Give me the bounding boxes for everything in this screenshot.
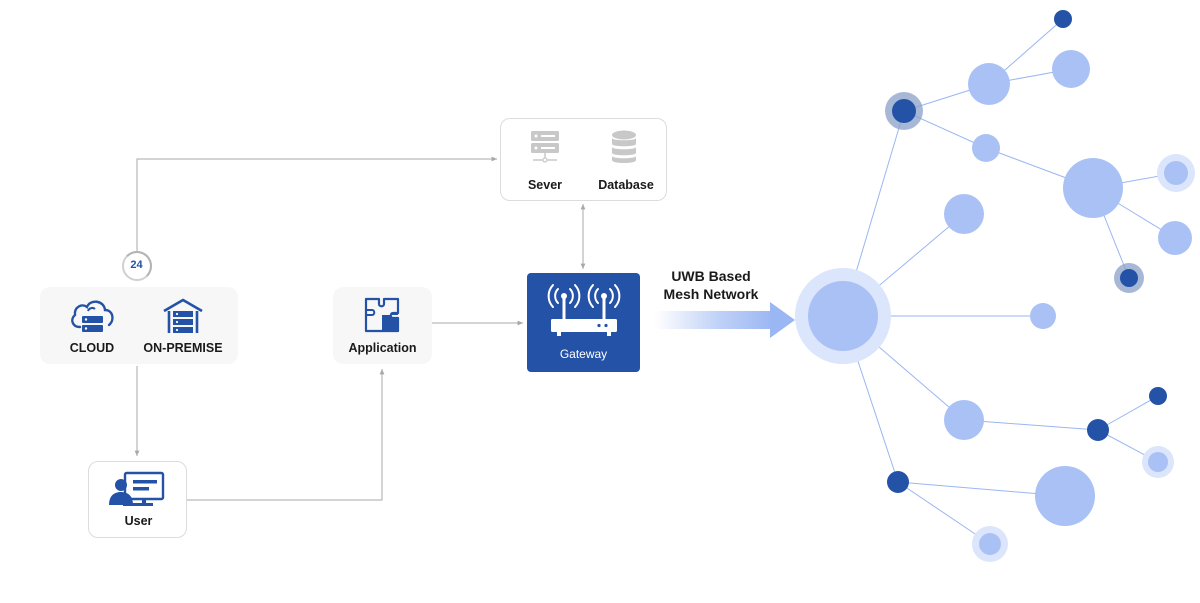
cloud-onpremise-box: CLOUD ON-PREMISE <box>40 287 238 364</box>
mesh-node <box>1158 221 1192 255</box>
mesh-node <box>944 194 984 234</box>
database-icon <box>612 130 636 163</box>
mesh-node <box>1164 161 1188 185</box>
mesh-node <box>887 471 909 493</box>
mesh-node <box>1035 466 1095 526</box>
mesh-node <box>1148 452 1168 472</box>
mesh-node <box>944 400 984 440</box>
user-box: User <box>88 461 187 538</box>
mesh-node <box>1063 158 1123 218</box>
on-premise-label: ON-PREMISE <box>143 341 223 355</box>
mesh-nodes <box>795 10 1195 562</box>
application-box: Application <box>333 287 432 364</box>
user-monitor-icon <box>109 471 165 506</box>
server-database-box: Sever Database <box>500 118 667 201</box>
mesh-network-title: UWB Based Mesh Network <box>650 267 772 303</box>
timer-badge: 24 <box>121 250 152 281</box>
server-label: Sever <box>527 178 563 192</box>
gateway-box: Gateway <box>527 273 640 372</box>
mesh-title-line-1: UWB Based <box>671 268 751 284</box>
arrow-right-icon <box>655 302 795 338</box>
mesh-node <box>1120 269 1138 287</box>
puzzle-icon <box>364 297 400 333</box>
mesh-node <box>972 134 1000 162</box>
connector-user-to-application <box>187 369 385 501</box>
mesh-node <box>1054 10 1072 28</box>
warehouse-icon <box>163 298 203 333</box>
application-label: Application <box>348 341 417 355</box>
router-icon <box>547 284 621 336</box>
mesh-node <box>892 99 916 123</box>
mesh-node <box>1087 419 1109 441</box>
mesh-node <box>968 63 1010 105</box>
mesh-node-hub <box>808 281 878 351</box>
cloud-label: CLOUD <box>69 341 115 355</box>
badge-progress-arc <box>121 250 152 281</box>
badge-text: 24 <box>130 259 143 271</box>
database-label: Database <box>598 178 654 192</box>
mesh-node <box>1149 387 1167 405</box>
connector-cloud-to-server <box>136 156 497 251</box>
user-label: User <box>124 514 153 528</box>
mesh-node <box>979 533 1001 555</box>
cloud-server-icon <box>71 300 114 332</box>
mesh-title-line-2: Mesh Network <box>663 286 759 302</box>
mesh-node <box>1052 50 1090 88</box>
gateway-label: Gateway <box>559 347 608 361</box>
server-rack-icon <box>531 131 559 163</box>
mesh-node <box>1030 303 1056 329</box>
